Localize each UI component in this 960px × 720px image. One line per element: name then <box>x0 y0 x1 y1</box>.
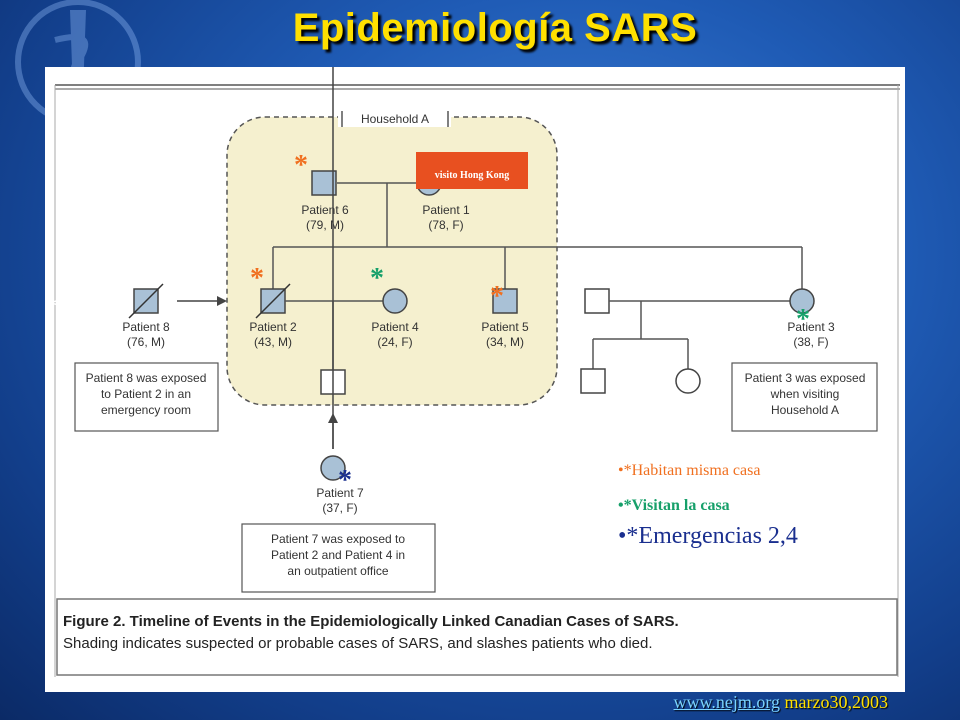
legend-habitan: •*Habitan misma casa <box>618 462 761 479</box>
note-line: Patient 3 was exposed <box>745 371 866 385</box>
note-line: Household A <box>771 403 839 417</box>
patient-3-info: (38, F) <box>793 335 828 349</box>
patient-4-symbol <box>382 288 408 314</box>
deceased-slash <box>128 283 164 319</box>
patient-4-info: (24, F) <box>377 335 412 349</box>
patient-2-info: (43, M) <box>254 335 292 349</box>
edge-asterisks: ** <box>47 295 67 317</box>
asterisk-green: * <box>370 263 384 294</box>
note-line: to Patient 2 in an <box>101 387 191 401</box>
note-box-patient-8 <box>74 362 219 432</box>
pedigree-diagram: Household A Patient 6 (79, M) Patient 1 … <box>54 67 900 677</box>
patient-5-name: Patient 5 <box>481 320 529 334</box>
note-line: Patient 2 and Patient 4 in <box>271 548 405 562</box>
patient-4-name: Patient 4 <box>371 320 419 334</box>
patient-7-name: Patient 7 <box>316 486 364 500</box>
patient-5-info: (34, M) <box>486 335 524 349</box>
caption-body: Shading indicates suspected or probable … <box>63 635 653 652</box>
deceased-slash <box>255 283 291 319</box>
source-date: marzo30,2003 <box>780 692 888 712</box>
arrowhead <box>328 413 338 423</box>
asterisk-orange: * <box>250 263 264 294</box>
patient-3-name: Patient 3 <box>787 320 835 334</box>
asterisk-navy: * <box>338 465 352 496</box>
child-symbol <box>580 368 606 394</box>
child-symbol <box>675 368 701 394</box>
patient-1-info: (78, F) <box>428 218 463 232</box>
patient-6-name: Patient 6 <box>301 203 349 217</box>
patient-8-name: Patient 8 <box>122 320 170 334</box>
note-line: Patient 8 was exposed <box>86 371 207 385</box>
patient-6-symbol <box>311 170 337 196</box>
patient-6-info: (79, M) <box>306 218 344 232</box>
note-line: an outpatient office <box>287 564 389 578</box>
patient-5-symbol <box>492 288 518 314</box>
source-citation: www.nejm.org marzo30,2003 <box>674 692 888 713</box>
source-link[interactable]: www.nejm.org <box>673 692 781 712</box>
note-line: Patient 7 was exposed to <box>271 532 405 546</box>
household-label: Household A <box>361 112 429 126</box>
household-label-bg <box>338 109 451 127</box>
legend: •*Habitan misma casa •*Visitan la casa •… <box>618 462 798 550</box>
patient-1-name: Patient 1 <box>422 203 470 217</box>
asterisk-orange: * <box>490 281 504 312</box>
slide-title: Epidemiología SARS <box>292 6 698 50</box>
patient-7-info: (37, F) <box>322 501 357 515</box>
note-box-patient-3 <box>731 362 878 432</box>
legend-emergencias: •*Emergencias 2,4 <box>618 523 798 549</box>
legend-visitan: •*Visitan la casa <box>618 497 730 514</box>
caption-title: Figure 2. Timeline of Events in the Epid… <box>63 613 679 630</box>
asterisk-orange: * <box>294 150 308 181</box>
note-box-patient-7 <box>241 523 436 593</box>
caption-frame <box>56 598 898 676</box>
patient-3-symbol <box>789 288 815 314</box>
visito-hong-kong-label: visito Hong Kong <box>416 152 528 189</box>
note-line: when visiting <box>770 387 840 401</box>
figure-caption: Figure 2. Timeline of Events in the Epid… <box>63 613 903 652</box>
spouse-symbol <box>584 288 610 314</box>
patient-8-info: (76, M) <box>127 335 165 349</box>
arrowhead <box>217 296 227 306</box>
patient-2-name: Patient 2 <box>249 320 297 334</box>
patient-7-symbol <box>320 455 346 481</box>
note-line: emergency room <box>101 403 191 417</box>
asterisk-green: * <box>796 304 810 335</box>
